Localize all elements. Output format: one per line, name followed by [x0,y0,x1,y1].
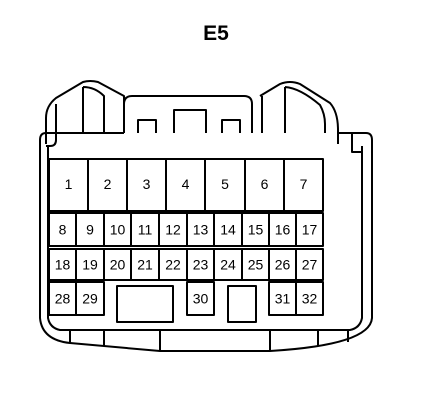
pin-label: 2 [104,176,112,192]
pin-label: 24 [220,257,236,273]
pin-label: 27 [302,257,318,273]
pin-label: 29 [82,291,98,307]
pin-label: 22 [165,257,181,273]
cavity-small [48,248,77,281]
pin-label: 10 [110,222,126,238]
cavity-small [158,212,188,247]
cavity-small [213,212,243,247]
cavity-large [48,158,89,212]
cavity-small [130,212,160,247]
pin-label: 25 [248,257,264,273]
cavity-large [283,158,324,212]
inner-edge [47,146,363,331]
cavity-large [204,158,246,212]
empty-slot [227,285,257,323]
bottom-notches [69,330,349,351]
cavity-large [165,158,206,212]
empty-slot [116,285,174,323]
pin-label: 16 [275,222,291,238]
pin-label: 19 [82,257,98,273]
pin-label: 18 [55,257,71,273]
cavity-small [75,281,105,316]
pin-label: 32 [302,291,318,307]
cavity-small [48,281,77,316]
cavity-small [186,212,215,247]
right-latch [261,86,363,318]
pin-label: 21 [137,257,153,273]
cavity-large [126,158,167,212]
cavity-small [103,248,132,281]
pin-grid [48,158,324,323]
pin-label: 17 [302,222,318,238]
pin-label: 4 [182,176,190,192]
cavity-small [268,212,297,247]
cavity-small [103,212,132,247]
pin-label: 11 [138,222,153,238]
cavity-small [295,248,324,281]
pin-label: 20 [110,257,126,273]
cavity-small [130,248,160,281]
pin-label: 31 [275,291,291,307]
cavity-small [75,212,105,247]
pin-label: 12 [165,222,181,238]
pin-label: 28 [55,291,71,307]
connector-title: E5 [203,22,229,45]
pin-label: 1 [65,176,73,192]
left-latch [46,86,105,147]
cavity-small [186,281,215,316]
pin-label: 23 [193,257,209,273]
cavity-large [87,158,128,212]
pin-label: 8 [59,222,67,238]
cavity-small [295,212,324,247]
cavity-small [241,212,270,247]
pin-label: 9 [86,222,94,238]
pin-label: 15 [248,222,264,238]
pin-label: 26 [275,257,291,273]
cavity-small [295,281,324,316]
pin-label: 3 [143,176,151,192]
lock-tab [123,95,253,133]
pin-label: 6 [261,176,269,192]
pin-label: 14 [220,222,236,238]
housing-outline [39,80,373,352]
pin-label: 30 [193,291,209,307]
pin-label: 5 [221,176,229,192]
cavity-small [158,248,188,281]
cavity-small [241,248,270,281]
cavity-small [213,248,243,281]
pin-label: 7 [300,176,308,192]
pin-label: 13 [193,222,209,238]
